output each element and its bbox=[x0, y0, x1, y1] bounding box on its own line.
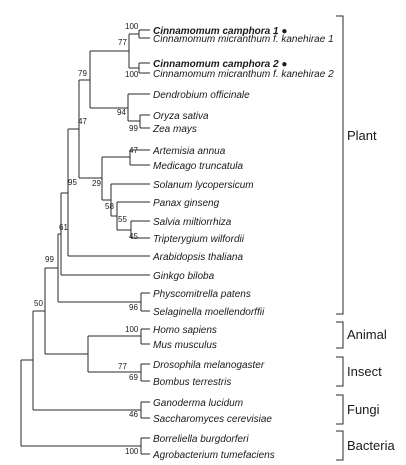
taxon-label: Saccharomyces cerevisiae bbox=[153, 414, 272, 425]
taxon-label: Ginkgo biloba bbox=[153, 271, 215, 282]
branch bbox=[140, 292, 150, 312]
taxon-label: Tripterygium wilfordii bbox=[153, 234, 245, 245]
taxon-label: Artemisia annua bbox=[152, 146, 226, 157]
taxon-label: Selaginella moellendorffii bbox=[153, 307, 265, 318]
taxon-label: Arabidopsis thaliana bbox=[152, 252, 243, 263]
taxon-label: Panax ginseng bbox=[153, 198, 220, 209]
taxon-label: Cinnamomum micranthum f. kanehirae 2 bbox=[153, 69, 334, 80]
plant-group-label: Plant bbox=[347, 128, 377, 143]
branch bbox=[140, 363, 150, 382]
bootstrap-value: 99 bbox=[129, 124, 138, 133]
bootstrap-value: 95 bbox=[68, 178, 77, 187]
taxon-label: Zea mays bbox=[152, 124, 197, 135]
taxon-labels: Cinnamomum camphora 1 ● Cinnamomum micra… bbox=[152, 26, 334, 461]
bootstrap-labels: 100 77 100 79 94 99 47 47 29 58 55 45 95… bbox=[34, 22, 139, 456]
bootstrap-value: 45 bbox=[129, 232, 138, 241]
taxon-label: Drosophila melanogaster bbox=[153, 360, 265, 371]
bootstrap-value: 100 bbox=[125, 70, 139, 79]
taxon-label: Homo sapiens bbox=[153, 325, 217, 336]
animal-bracket bbox=[336, 321, 344, 349]
branch bbox=[20, 359, 141, 447]
insect-bracket bbox=[336, 356, 344, 387]
bootstrap-value: 50 bbox=[34, 299, 43, 308]
taxon-label: Bombus terrestris bbox=[153, 377, 231, 388]
branch bbox=[140, 437, 150, 455]
bacteria-bracket bbox=[336, 430, 344, 461]
taxon-label: Agrobacterium tumefaciens bbox=[152, 450, 275, 461]
taxon-label: Borreliella burgdorferi bbox=[153, 434, 249, 445]
branch bbox=[101, 156, 130, 201]
bootstrap-value: 96 bbox=[129, 303, 138, 312]
bootstrap-value: 47 bbox=[129, 146, 138, 155]
group-brackets: Plant Animal Insect Fungi Bacteria bbox=[336, 15, 395, 461]
bootstrap-value: 61 bbox=[59, 223, 68, 232]
branch bbox=[138, 29, 150, 39]
animal-group-label: Animal bbox=[347, 327, 387, 342]
bootstrap-value: 100 bbox=[125, 447, 139, 456]
branch bbox=[87, 335, 141, 373]
bootstrap-value: 99 bbox=[45, 255, 54, 264]
branch bbox=[127, 93, 150, 122]
bootstrap-value: 100 bbox=[125, 22, 139, 31]
taxon-label: Cinnamomum micranthum f. kanehirae 1 bbox=[153, 34, 334, 45]
bootstrap-value: 58 bbox=[105, 202, 114, 211]
taxon-label: Mus musculus bbox=[153, 340, 217, 351]
bootstrap-value: 77 bbox=[118, 362, 127, 371]
insect-group-label: Insect bbox=[347, 364, 382, 379]
taxon-label: Dendrobium officinale bbox=[153, 90, 250, 101]
bacteria-group-label: Bacteria bbox=[347, 438, 395, 453]
bootstrap-value: 29 bbox=[92, 179, 101, 188]
branch bbox=[57, 233, 141, 303]
bootstrap-value: 47 bbox=[78, 117, 87, 126]
branch bbox=[140, 328, 150, 345]
taxon-label: Salvia miltiorrhiza bbox=[153, 217, 232, 228]
bootstrap-value: 55 bbox=[118, 215, 127, 224]
bootstrap-value: 69 bbox=[129, 373, 138, 382]
taxon-label: Oryza sativa bbox=[153, 111, 209, 122]
fungi-bracket bbox=[336, 394, 344, 425]
fungi-group-label: Fungi bbox=[347, 402, 380, 417]
bootstrap-value: 79 bbox=[78, 69, 87, 78]
branch bbox=[138, 62, 150, 74]
taxon-label: Cinnamomum camphora 2 ● bbox=[153, 59, 287, 70]
taxon-label: Cinnamomum camphora 1 ● bbox=[153, 26, 287, 37]
bootstrap-value: 77 bbox=[118, 38, 127, 47]
taxon-label: Physcomitrella patens bbox=[153, 289, 251, 300]
branch bbox=[139, 114, 150, 129]
bootstrap-value: 100 bbox=[125, 325, 139, 334]
taxon-label: Solanum lycopersicum bbox=[153, 180, 254, 191]
bootstrap-value: 46 bbox=[129, 410, 138, 419]
bootstrap-value: 94 bbox=[117, 108, 126, 117]
taxon-label: Ganoderma lucidum bbox=[153, 398, 243, 409]
branch bbox=[128, 33, 139, 69]
taxon-label: Medicago truncatula bbox=[153, 161, 243, 172]
branch bbox=[140, 401, 150, 419]
branch bbox=[44, 267, 88, 355]
branch bbox=[89, 50, 129, 109]
tree-branches bbox=[20, 29, 150, 455]
plant-bracket bbox=[336, 15, 344, 315]
